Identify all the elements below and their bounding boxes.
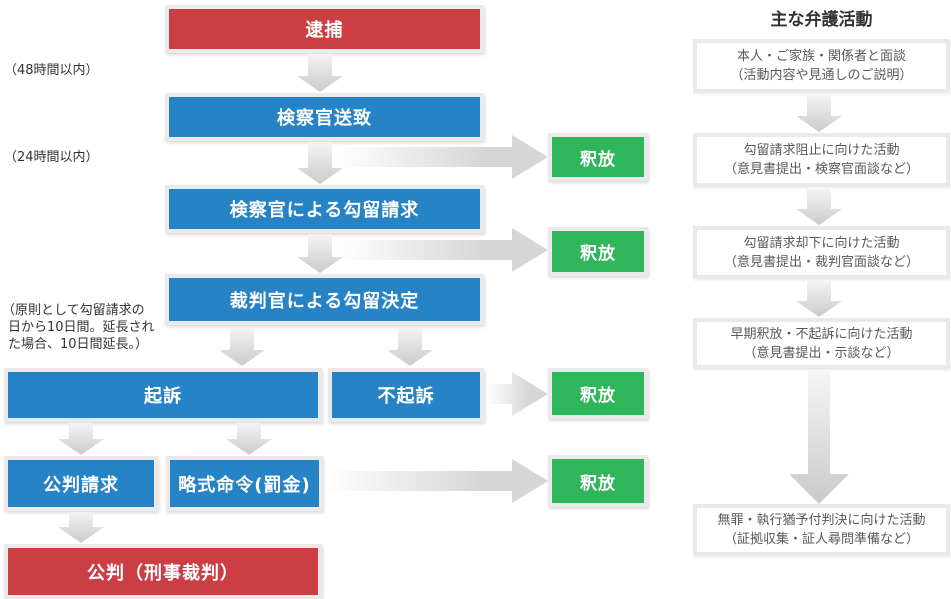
defense-box-2: 勾留請求阻止に向けた活動 （意見書提出・検察官面談など） bbox=[693, 133, 950, 187]
release-box-2: 釈放 bbox=[548, 227, 648, 276]
defense-box-3-line2: （意見書提出・裁判官面談など） bbox=[723, 254, 919, 270]
flow-box-trial-request: 公判請求 bbox=[4, 456, 158, 511]
annotation-within-48h: （48時間以内） bbox=[4, 63, 99, 78]
down-arrow-referral-to-request bbox=[297, 142, 343, 184]
defense-box-5-line1: 無罪・執行猶予付判決に向けた活動 bbox=[717, 513, 926, 528]
annotation-detention-period-line3: た場合、10日間延長。） bbox=[8, 337, 149, 352]
down-arrow-request-to-decision bbox=[297, 234, 343, 273]
down-arrow-arrest-to-referral bbox=[297, 54, 343, 92]
annotation-detention-period-line2: 日から10日間。延長され bbox=[8, 320, 155, 335]
flow-box-detention-decision: 裁判官による勾留決定 bbox=[165, 274, 484, 325]
defense-box-3-line1: 勾留請求却下に向けた活動 bbox=[743, 235, 900, 251]
annotation-detention-period: （原則として勾留請求の 日から10日間。延長され た場合、10日間延長。） bbox=[2, 302, 155, 353]
defense-box-2-line1: 勾留請求阻止に向けた活動 bbox=[743, 143, 900, 158]
down-arrow-decision-to-non-indictment bbox=[387, 327, 433, 366]
defense-box-3: 勾留請求却下に向けた活動 （意見書提出・裁判官面談など） bbox=[693, 226, 950, 279]
defense-box-2-line2: （意見書提出・検察官面談など） bbox=[723, 162, 919, 177]
down-arrow-defense-1 bbox=[796, 95, 842, 132]
defense-box-1-line2: （活動内容や見通しのご説明） bbox=[730, 68, 913, 83]
down-arrow-trial-request-to-trial bbox=[58, 512, 104, 543]
down-arrow-indictment-to-summary-order bbox=[226, 423, 272, 455]
release-box-1: 釈放 bbox=[548, 133, 648, 181]
flow-box-trial: 公判（刑事裁判） bbox=[4, 544, 322, 599]
release-box-3: 釈放 bbox=[548, 368, 648, 419]
defense-box-4: 早期釈放・不起訴に向けた活動 （意見書提出・示談など） bbox=[693, 318, 950, 369]
flow-box-detention-request: 検察官による勾留請求 bbox=[165, 185, 484, 233]
flow-box-arrest: 逮捕 bbox=[165, 5, 484, 53]
right-arrow-release-1 bbox=[338, 135, 548, 179]
annotation-detention-period-line1: （原則として勾留請求の bbox=[2, 303, 145, 318]
right-arrow-release-3 bbox=[486, 372, 548, 416]
down-arrow-defense-4-long bbox=[789, 371, 849, 504]
release-box-4: 釈放 bbox=[548, 455, 648, 507]
down-arrow-defense-3 bbox=[796, 281, 842, 317]
down-arrow-defense-2 bbox=[796, 189, 842, 225]
defense-box-1: 本人・ご家族・関係者と面談 （活動内容や見通しのご説明） bbox=[693, 39, 950, 93]
defense-box-5: 無罪・執行猶予付判決に向けた活動 （証拠収集・証人尋問準備など） bbox=[693, 504, 950, 556]
defense-box-5-line2: （証拠収集・証人尋問準備など） bbox=[723, 532, 919, 547]
defense-box-4-line2: （意見書提出・示談など） bbox=[743, 345, 900, 361]
right-arrow-release-4 bbox=[326, 459, 548, 503]
defense-column-heading: 主な弁護活動 bbox=[770, 10, 873, 30]
down-arrow-decision-to-indictment bbox=[219, 327, 265, 366]
flow-box-summary-order: 略式命令(罰金) bbox=[166, 456, 323, 511]
right-arrow-release-2 bbox=[338, 228, 548, 272]
down-arrow-indictment-to-trial-request bbox=[58, 423, 104, 455]
flow-box-referral-to-prosecutor: 検察官送致 bbox=[165, 93, 484, 141]
defense-box-4-line1: 早期釈放・不起訴に向けた活動 bbox=[730, 326, 913, 342]
flow-box-indictment: 起訴 bbox=[4, 368, 322, 422]
defense-box-1-line1: 本人・ご家族・関係者と面談 bbox=[736, 49, 906, 64]
annotation-within-24h: （24時間以内） bbox=[4, 150, 99, 165]
flow-box-non-indictment: 不起訴 bbox=[328, 368, 484, 422]
